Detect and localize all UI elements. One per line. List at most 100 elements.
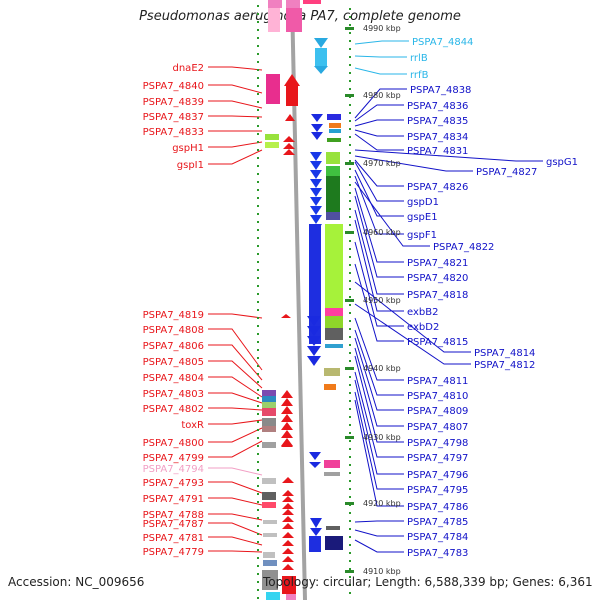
reverse-gene-arrow[interactable] bbox=[307, 336, 321, 346]
gene-label-left[interactable]: PSPA7_4839 bbox=[143, 97, 204, 108]
gene-label-left[interactable]: PSPA7_4788 bbox=[143, 510, 204, 521]
gene-label-right[interactable]: PSPA7_4814 bbox=[474, 348, 535, 359]
gene-block[interactable] bbox=[268, 8, 280, 32]
gene-block[interactable] bbox=[265, 142, 279, 148]
gene-label-right[interactable]: PSPA7_4820 bbox=[407, 273, 468, 284]
gene-block[interactable] bbox=[326, 166, 340, 176]
reverse-gene-arrow[interactable] bbox=[309, 462, 321, 468]
forward-gene-arrow[interactable] bbox=[282, 496, 294, 502]
gene-label-right[interactable]: PSPA7_4836 bbox=[407, 101, 468, 112]
gene-block[interactable] bbox=[326, 152, 340, 164]
gene-block[interactable] bbox=[324, 460, 340, 468]
reverse-gene-arrow[interactable] bbox=[311, 124, 323, 132]
gene-block[interactable] bbox=[325, 316, 343, 328]
reverse-gene-arrow[interactable] bbox=[307, 356, 321, 366]
gene-label-left[interactable]: PSPA7_4802 bbox=[143, 404, 204, 415]
gene-label-left[interactable]: PSPA7_4840 bbox=[143, 81, 204, 92]
forward-gene-arrow[interactable] bbox=[282, 503, 294, 509]
gene-block[interactable] bbox=[262, 390, 276, 396]
gene-block[interactable] bbox=[326, 176, 340, 212]
gene-block[interactable] bbox=[286, 86, 298, 106]
reverse-gene-arrow[interactable] bbox=[310, 518, 322, 528]
gene-block[interactable] bbox=[262, 492, 276, 500]
gene-label-right[interactable]: PSPA7_4809 bbox=[407, 406, 468, 417]
gene-label-right[interactable]: PSPA7_4822 bbox=[433, 242, 494, 253]
forward-gene-arrow[interactable] bbox=[282, 540, 294, 546]
gene-block[interactable] bbox=[262, 426, 276, 432]
reverse-gene-arrow[interactable] bbox=[311, 114, 323, 122]
gene-label-left[interactable]: dnaE2 bbox=[173, 63, 205, 74]
forward-gene-arrow[interactable] bbox=[281, 406, 293, 414]
forward-gene-arrow[interactable] bbox=[282, 564, 294, 570]
gene-label-left[interactable]: PSPA7_4794 bbox=[143, 464, 204, 475]
gene-label-left[interactable]: PSPA7_4803 bbox=[143, 389, 204, 400]
gene-block[interactable] bbox=[327, 114, 341, 120]
gene-label-left[interactable]: PSPA7_4833 bbox=[143, 127, 204, 138]
gene-label-left[interactable]: gspI1 bbox=[177, 160, 204, 171]
gene-block[interactable] bbox=[325, 224, 343, 308]
gene-label-left[interactable]: PSPA7_4800 bbox=[143, 438, 204, 449]
forward-gene-arrow[interactable] bbox=[282, 516, 294, 522]
gene-block[interactable] bbox=[315, 48, 327, 66]
gene-label-left[interactable]: PSPA7_4781 bbox=[143, 533, 204, 544]
gene-block[interactable] bbox=[325, 328, 343, 340]
gene-label-left[interactable]: PSPA7_4808 bbox=[143, 325, 204, 336]
gene-label-right[interactable]: PSPA7_4821 bbox=[407, 258, 468, 269]
forward-gene-arrow[interactable] bbox=[282, 509, 294, 515]
gene-label-left[interactable]: PSPA7_4779 bbox=[143, 547, 204, 558]
forward-gene-arrow[interactable] bbox=[283, 136, 295, 142]
forward-gene-arrow[interactable] bbox=[281, 398, 293, 406]
feature-glyphs[interactable] bbox=[262, 0, 343, 600]
reverse-gene-arrow[interactable] bbox=[310, 197, 322, 206]
reverse-gene-arrow[interactable] bbox=[310, 161, 322, 170]
reverse-gene-arrow[interactable] bbox=[314, 66, 328, 74]
left-gene-labels[interactable]: dnaE2PSPA7_4840PSPA7_4839PSPA7_4837PSPA7… bbox=[143, 63, 204, 558]
gene-block[interactable] bbox=[325, 536, 343, 550]
gene-label-right[interactable]: PSPA7_4812 bbox=[474, 360, 535, 371]
gene-block[interactable] bbox=[263, 560, 277, 566]
gene-label-right[interactable]: PSPA7_4811 bbox=[407, 376, 468, 387]
gene-block[interactable] bbox=[326, 212, 340, 220]
gene-label-right[interactable]: PSPA7_4797 bbox=[407, 453, 468, 464]
gene-label-left[interactable]: PSPA7_4805 bbox=[143, 357, 204, 368]
gene-block[interactable] bbox=[262, 502, 276, 508]
gene-block[interactable] bbox=[324, 472, 340, 476]
gene-label-right[interactable]: PSPA7_4818 bbox=[407, 290, 468, 301]
gene-block[interactable] bbox=[329, 123, 341, 128]
right-gene-labels[interactable]: PSPA7_4844rrlBrrfBPSPA7_4838PSPA7_4836PS… bbox=[407, 37, 578, 559]
forward-gene-arrow[interactable] bbox=[282, 548, 294, 554]
gene-label-left[interactable]: gspH1 bbox=[172, 143, 204, 154]
forward-gene-arrow[interactable] bbox=[282, 523, 294, 529]
gene-block[interactable] bbox=[324, 368, 340, 376]
gene-label-right[interactable]: PSPA7_4798 bbox=[407, 438, 468, 449]
gene-block[interactable] bbox=[268, 0, 282, 8]
forward-gene-arrow[interactable] bbox=[281, 430, 293, 438]
forward-gene-arrow[interactable] bbox=[282, 532, 294, 538]
gene-block[interactable] bbox=[329, 129, 341, 133]
gene-block[interactable] bbox=[309, 224, 321, 320]
reverse-gene-arrow[interactable] bbox=[310, 170, 322, 179]
gene-block[interactable] bbox=[324, 384, 336, 390]
gene-label-right[interactable]: PSPA7_4807 bbox=[407, 422, 468, 433]
gene-label-left[interactable]: PSPA7_4791 bbox=[143, 494, 204, 505]
gene-label-right[interactable]: rrfB bbox=[410, 70, 429, 81]
forward-gene-arrow[interactable] bbox=[284, 74, 300, 86]
reverse-gene-arrow[interactable] bbox=[307, 326, 321, 336]
reverse-gene-arrow[interactable] bbox=[310, 215, 322, 224]
gene-block[interactable] bbox=[327, 138, 341, 142]
forward-gene-arrow[interactable] bbox=[283, 143, 295, 149]
reverse-gene-arrow[interactable] bbox=[310, 188, 322, 197]
forward-gene-arrow[interactable] bbox=[283, 149, 295, 155]
gene-block[interactable] bbox=[282, 576, 296, 594]
gene-label-left[interactable]: PSPA7_4793 bbox=[143, 478, 204, 489]
gene-label-right[interactable]: PSPA7_4834 bbox=[407, 132, 468, 143]
gene-label-right[interactable]: gspG1 bbox=[546, 157, 578, 168]
gene-label-right[interactable]: PSPA7_4784 bbox=[407, 532, 468, 543]
gene-label-right[interactable]: gspF1 bbox=[407, 230, 437, 241]
reverse-gene-arrow[interactable] bbox=[310, 179, 322, 188]
gene-label-right[interactable]: PSPA7_4796 bbox=[407, 470, 468, 481]
gene-block[interactable] bbox=[309, 536, 321, 552]
gene-label-right[interactable]: PSPA7_4785 bbox=[407, 517, 468, 528]
gene-block[interactable] bbox=[262, 402, 276, 408]
gene-label-left[interactable]: PSPA7_4806 bbox=[143, 341, 204, 352]
